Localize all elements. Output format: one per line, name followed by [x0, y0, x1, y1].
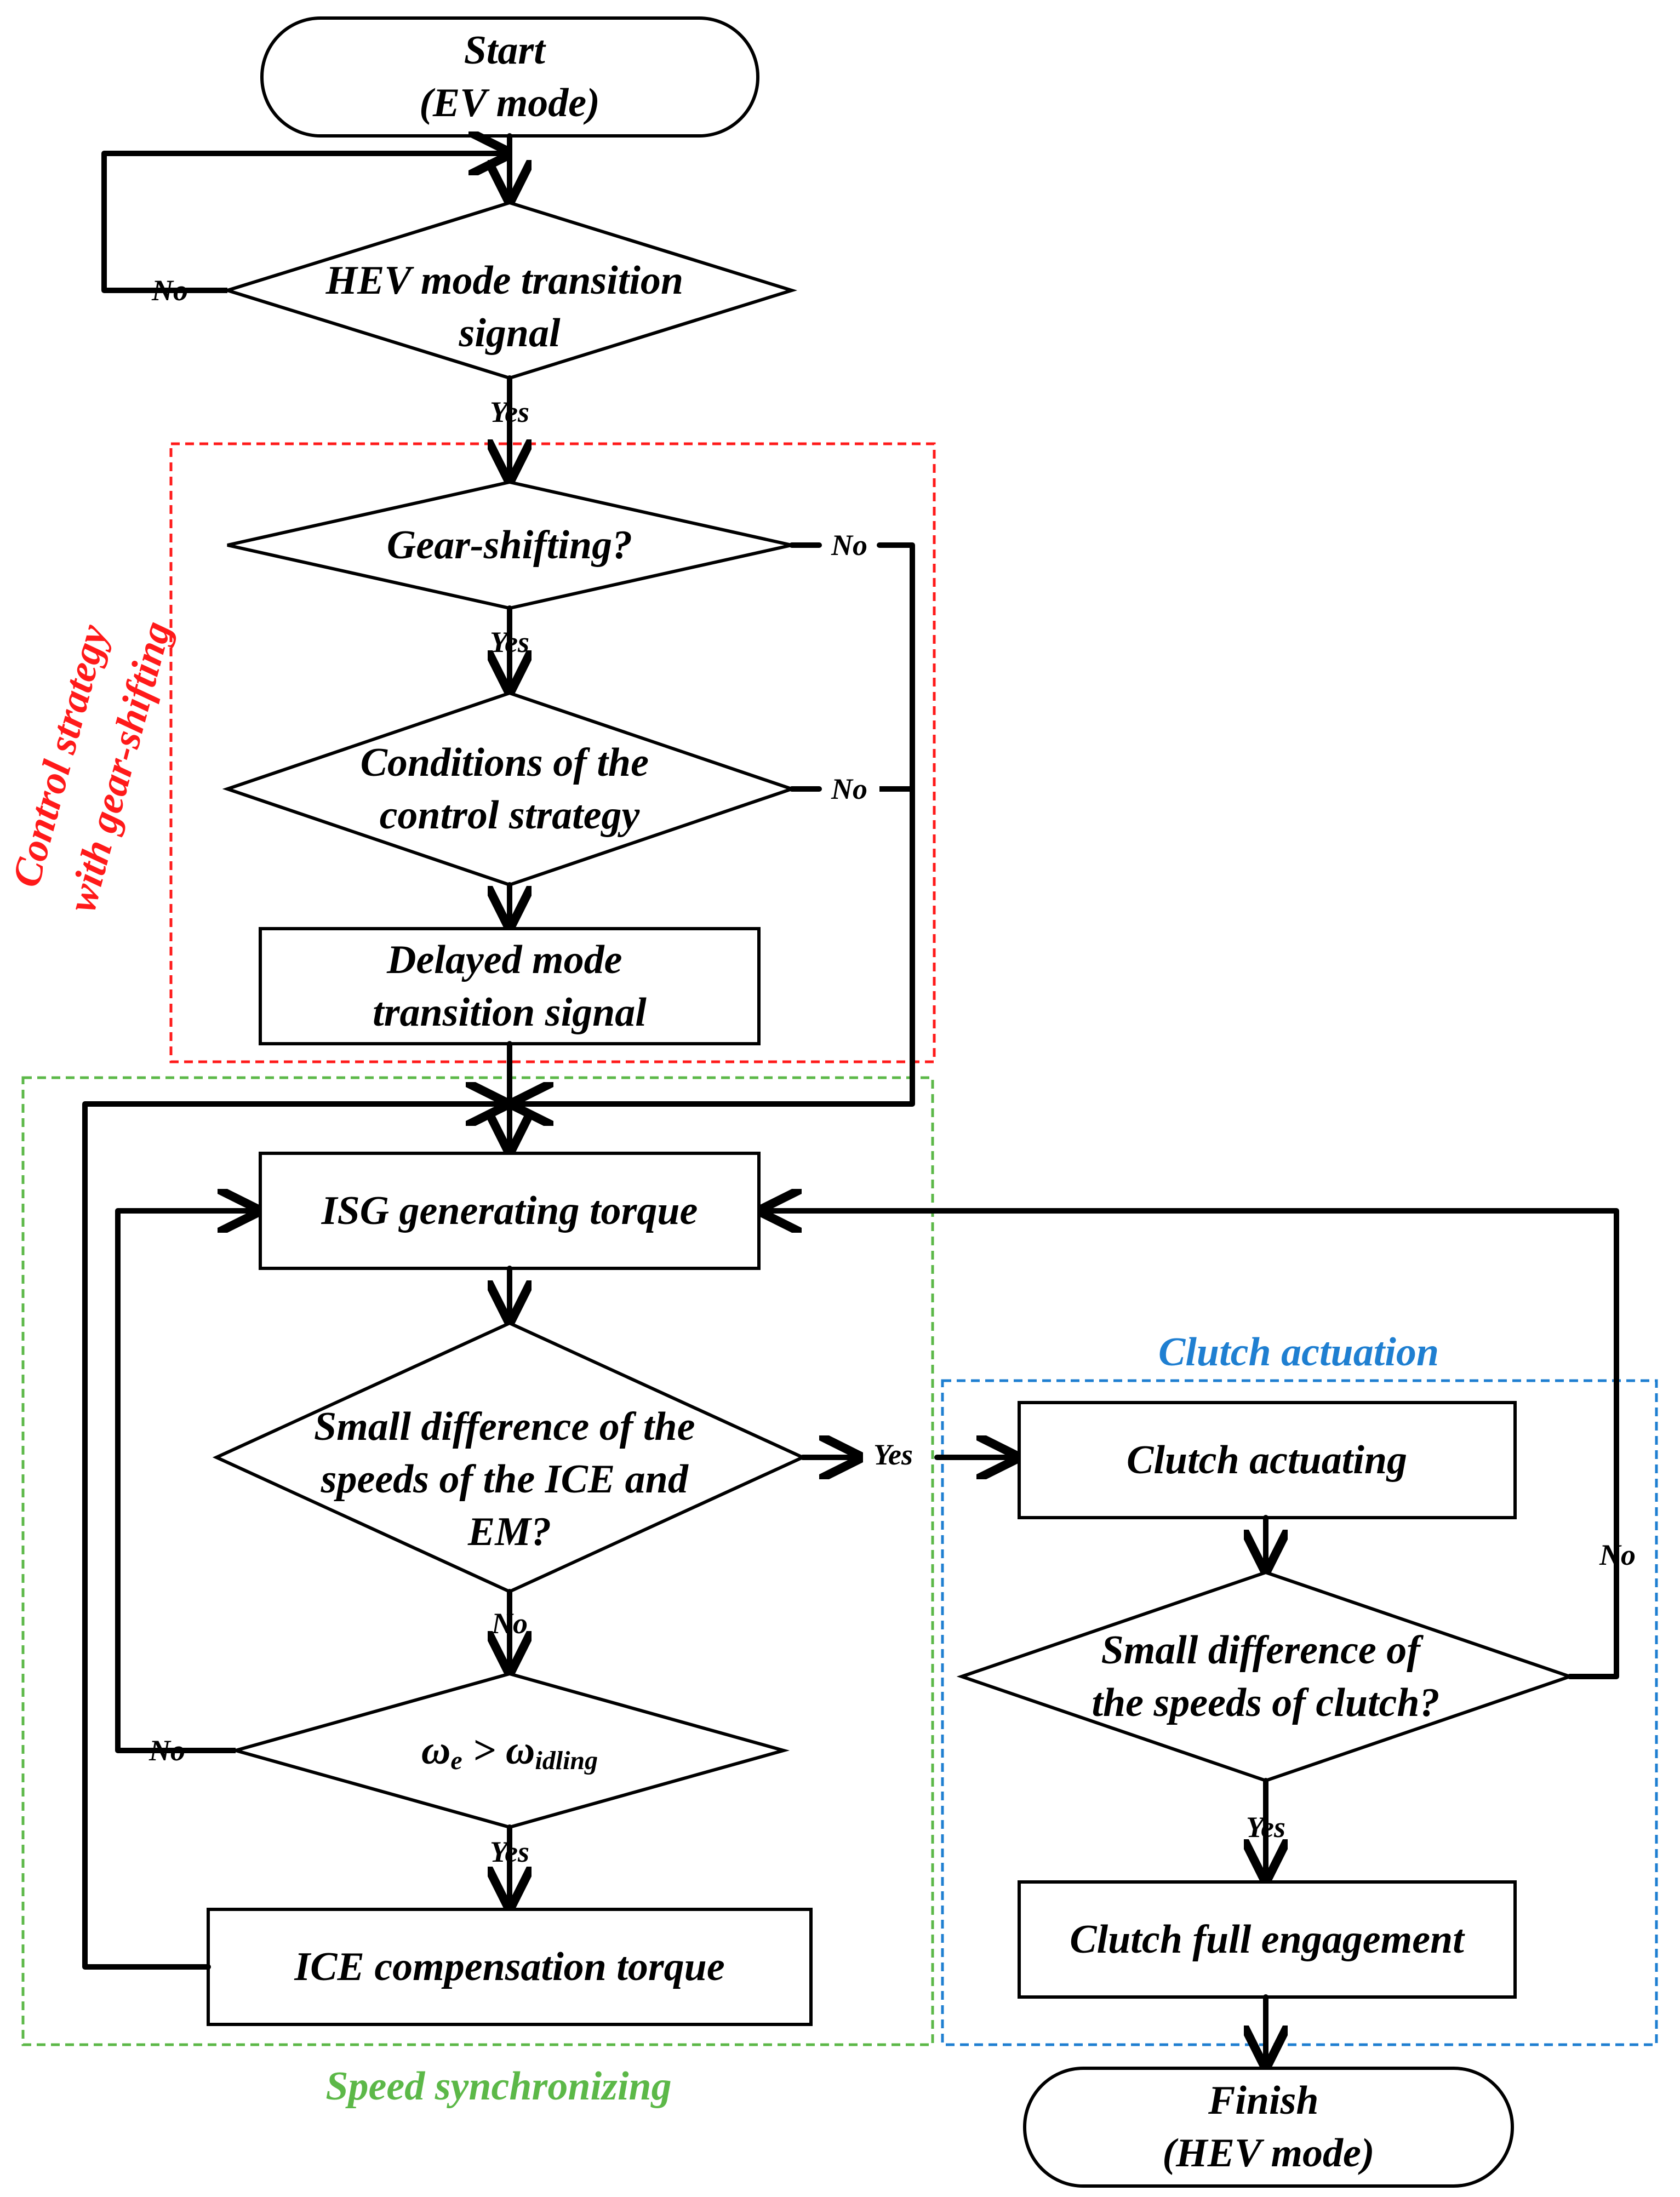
label-yes-diff: Yes: [873, 1438, 913, 1471]
speed-sync-frame: [21, 1076, 934, 2046]
arrow-ice-loop-to-junction: [82, 1104, 504, 1970]
label-yes-gear: Yes: [490, 626, 529, 659]
line-right-bypass: [515, 542, 915, 1104]
speed-sync-label: Speed synchronizing: [325, 2064, 671, 2109]
clutch-speed-decision: [956, 1570, 1575, 1783]
label-yes-omega: Yes: [490, 1835, 529, 1868]
clutch-actuating-text: Clutch actuating: [1127, 1438, 1407, 1483]
label-yes-hev: Yes: [490, 396, 529, 428]
finish-text: Finish (HEV mode): [1162, 2078, 1374, 2176]
label-no-diff: No: [491, 1607, 528, 1640]
control-strategy-frame: [169, 442, 936, 1063]
label-no-clutch: No: [1599, 1538, 1636, 1571]
clutch-full-box: [1018, 1880, 1517, 1999]
label-no-conditions: No: [831, 773, 867, 805]
conditions-text: Conditions of the control strategy: [361, 740, 659, 838]
isg-torque-text: ISG generating torque: [321, 1188, 698, 1233]
clutch-speed-text: Small difference of the speeds of clutch…: [1092, 1628, 1439, 1725]
gear-shifting-text: Gear-shifting?: [387, 523, 632, 568]
clutch-actuation-label: Clutch actuation: [1158, 1330, 1439, 1375]
clutch-actuating-box: [1018, 1401, 1517, 1519]
label-no-omega: No: [148, 1734, 185, 1767]
speed-diff-text: Small difference of the speeds of the IC…: [314, 1404, 705, 1554]
label-yes-clutch: Yes: [1246, 1811, 1285, 1844]
hev-signal-text: HEV mode transition signal: [325, 258, 694, 356]
label-no-hev: No: [151, 274, 188, 307]
start-text: Start (EV mode): [419, 28, 600, 125]
omega-condition-text: ωe > ωidling: [421, 1728, 598, 1775]
arrow-clutch-no-loop: [763, 1211, 1619, 1679]
ice-compensation-text: ICE compensation torque: [294, 1944, 724, 1989]
clutch-full-text: Clutch full engagement: [1070, 1917, 1465, 1962]
arrow-hev-no-loop: [101, 153, 507, 293]
delayed-signal-box: [259, 927, 761, 1045]
label-no-gear: No: [831, 529, 867, 562]
arrow-omega-no-loop: [115, 1211, 256, 1753]
conditions-decision: [222, 691, 797, 887]
delayed-signal-text: Delayed mode transition signal: [373, 937, 647, 1035]
clutch-actuation-frame: [941, 1379, 1658, 2046]
control-strategy-label: Control strategy with gear-shifting: [1, 601, 180, 917]
ice-compensation-box: [207, 1908, 813, 2026]
